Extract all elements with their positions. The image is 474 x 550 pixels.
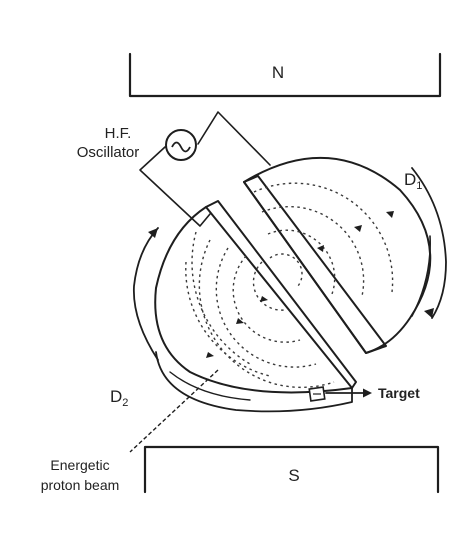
oscillator-wire-upper	[197, 111, 271, 166]
oscillator-label-line1: H.F.	[105, 125, 132, 142]
north-pole-label: N	[272, 63, 284, 82]
target-icon	[308, 386, 326, 402]
proton-spiral-path	[185, 182, 394, 389]
dee-d2	[154, 200, 357, 413]
proton-beam-label-line1: Energetic	[50, 457, 109, 473]
south-pole-piece	[143, 445, 440, 494]
dee-d2-label: D2	[110, 387, 128, 409]
d2-rotation-arrow	[133, 227, 159, 361]
oscillator-label-line2: Oscillator	[77, 144, 140, 161]
dee-d1	[243, 156, 432, 354]
south-pole-label: S	[288, 466, 299, 485]
d1-rotation-arrow	[411, 167, 447, 319]
oscillator-wire-lower	[139, 146, 211, 227]
path-direction-arrows	[206, 211, 394, 358]
svg-text:D1: D1	[404, 170, 422, 192]
proton-beam-leader	[129, 369, 219, 453]
oscillator-icon	[165, 129, 197, 161]
proton-beam-label-line2: proton beam	[41, 477, 120, 493]
north-pole-piece	[128, 52, 442, 98]
target-arrow	[325, 388, 372, 398]
target-label: Target	[378, 385, 420, 401]
dee-d1-label: D1	[404, 170, 422, 192]
svg-text:D2: D2	[110, 387, 128, 409]
